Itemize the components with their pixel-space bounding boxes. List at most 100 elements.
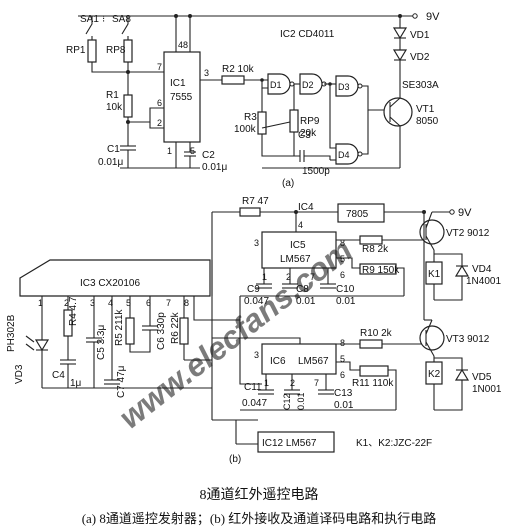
ic1-pin5: 5 (190, 146, 195, 156)
rp8-label: RP8 (106, 45, 126, 56)
d3-label: D3 (338, 82, 350, 92)
vd3-label: VD3 (14, 364, 25, 384)
led-part-label: SE303A (402, 80, 439, 91)
c12-value: 0.01 (296, 392, 306, 410)
r1-label: R1 (106, 90, 119, 101)
resistor-r3 (257, 111, 267, 135)
resistor-r7 (239, 207, 261, 217)
diode-vd5 (454, 368, 470, 381)
gate-d3 (335, 75, 359, 97)
resistor-r9 (359, 263, 397, 275)
r7-label: R7 47 (242, 196, 269, 207)
ic3-pin2: 2 (64, 298, 69, 308)
resistor-r10 (359, 339, 383, 349)
ic1-pin2: 2 (157, 118, 162, 128)
rp9-label: RP9 (300, 116, 320, 127)
c9-value: 0.047 (244, 296, 269, 307)
figure-title: 8通道红外遥控电路 (199, 488, 319, 503)
ic12-lm567 (257, 431, 335, 453)
ic3-pin1: 1 (38, 298, 43, 308)
ic5-pin5: 5 (340, 254, 345, 264)
photodiode-vd3 (34, 339, 50, 352)
ic5-name: IC5 (290, 240, 306, 251)
c8-value: 0.01 (296, 296, 316, 307)
transistor-vt1 (383, 97, 413, 127)
ic6-lm567 (261, 343, 337, 375)
ic3-pin5: 5 (126, 298, 131, 308)
ic1-pin8: 8 (183, 40, 188, 50)
ic3-label: IC3 CX20106 (80, 278, 140, 289)
supply-b-label: 9V (458, 207, 472, 219)
ic1-7555 (163, 51, 201, 143)
c11-label: C11 (244, 382, 262, 393)
c9-label: C9 (247, 284, 260, 295)
ic6-pin7: 7 (314, 378, 319, 388)
ic3-pin7: 7 (166, 298, 171, 308)
k2-label: K2 (428, 369, 441, 380)
ic3-pin3: 3 (90, 298, 95, 308)
ic1-pin7: 7 (157, 62, 162, 72)
ic5-pin6: 6 (340, 270, 345, 280)
ic3-cx20106 (19, 259, 211, 297)
ic1-name: IC1 (170, 78, 186, 89)
d2-label: D2 (302, 80, 314, 90)
c5-label: C5 3.3μ (96, 325, 107, 360)
figure-subtitle: (a) 8通道遥控发射器；(b) 红外接收及通道译码电路和执行电路 (81, 511, 437, 526)
supply-label: 9V (426, 11, 440, 23)
resistor-r8 (359, 235, 383, 245)
ic2-label: IC2 CD4011 (280, 29, 335, 40)
panel-b: R7 47 IC4 7805 9V 4 IC5 LM567 8 3 1 2 7 … (6, 196, 502, 465)
ic5-lm567 (261, 231, 337, 269)
r1-value: 10k (106, 102, 123, 113)
potentiometer-rp9 (289, 109, 299, 133)
resistor-r1 (123, 94, 133, 118)
ic6-part: LM567 (298, 356, 329, 367)
ic1-pin3: 3 (204, 68, 209, 78)
c13-value: 0.01 (334, 400, 354, 411)
ic6-pin3: 3 (254, 350, 259, 360)
vt1-label: VT1 (416, 104, 435, 115)
ic5-part: LM567 (280, 254, 311, 265)
r4-label: R4 4.7 (68, 296, 79, 326)
vd2-label: VD2 (410, 52, 430, 63)
ic1-pin6: 6 (157, 98, 162, 108)
resistor-rp1 (87, 39, 97, 63)
resistor-r2 (221, 75, 245, 85)
c8-label: C8 (296, 284, 309, 295)
led-vd1 (392, 27, 408, 40)
ic6-name: IC6 (270, 356, 286, 367)
r5-label: R5 211k (114, 308, 125, 346)
r8-label: R8 2k (362, 244, 389, 255)
ic4-7805 (337, 203, 385, 223)
r9-label: R9 150k (362, 265, 400, 276)
resistor-r6 (179, 317, 189, 345)
ic12-label: IC12 LM567 (262, 438, 317, 449)
gate-d2 (299, 73, 323, 95)
ic3-pin8: 8 (184, 298, 189, 308)
led-vd2 (392, 49, 408, 62)
resistor-r5 (125, 317, 135, 345)
switch-sa1-label: SA1 (80, 14, 99, 25)
c10-label: C10 (336, 284, 355, 295)
diode-vd4 (454, 264, 470, 277)
r10-label: R10 2k (360, 328, 393, 339)
d4-label: D4 (338, 150, 350, 160)
gate-d1 (267, 73, 291, 95)
ic6-pin6: 6 (340, 370, 345, 380)
c11-value: 0.047 (242, 398, 267, 409)
c2-label: C2 (202, 150, 215, 161)
ic5-pin2: 2 (286, 272, 291, 282)
ic3-pins: 1 2 3 4 5 6 7 8 (38, 298, 189, 308)
ic5-pin7: 7 (310, 272, 315, 282)
d1-label: D1 (270, 80, 282, 90)
switch-sa1 (85, 16, 93, 35)
panel-a: 9V IC2 CD4011 SA1 SA8 ⁝ RP1 RP8 R1 10k C… (66, 11, 440, 189)
c12-label: C12 (282, 393, 292, 410)
vd4-label: VD4 (472, 264, 492, 275)
switch-sa8-label: SA8 (112, 14, 131, 25)
ic1-pin1: 1 (167, 146, 172, 156)
c13-label: C13 (334, 388, 353, 399)
vd5-label: VD5 (472, 372, 492, 383)
ic4-part: 7805 (346, 209, 369, 220)
vt3-label: VT3 9012 (446, 334, 490, 345)
